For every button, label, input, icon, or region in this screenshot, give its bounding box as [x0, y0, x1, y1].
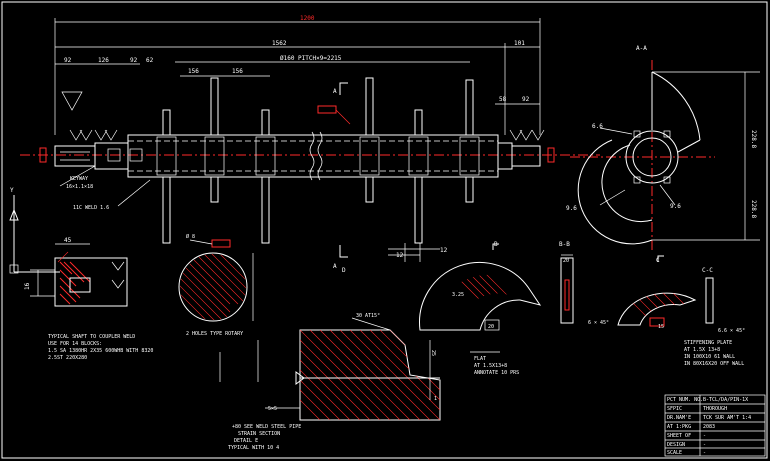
cc-note2: AT 1.5X 13+8 — [684, 347, 720, 353]
title-block-rows: PCT NUM. NO.B-TCL/DA/PIN-1X SFPIC THOROUGH… — [667, 397, 751, 456]
right-journal — [497, 142, 513, 170]
weld-note3: DETAIL E — [234, 438, 258, 444]
title-block-label: PCT NUM. NO. — [667, 397, 703, 403]
weld-d3: 1 — [434, 396, 437, 402]
detail-disc — [178, 239, 254, 322]
axis-y: Y — [10, 187, 14, 194]
detail-flight — [419, 243, 542, 353]
aa-v1: 228.8 — [750, 130, 757, 148]
weld-d1: 25 — [430, 350, 436, 356]
dim-left-a: 92 — [64, 57, 72, 64]
dim-pitch: Ø160 PITCH×9=2215 — [280, 55, 342, 62]
cc-note4: IN 80X16X20 OFF WALL — [684, 361, 744, 367]
dim-shaft-span: 1562 — [272, 40, 287, 47]
flight-note2: AT 1.5X13+8 — [474, 363, 507, 369]
title-block-label: SFPIC — [667, 406, 682, 412]
title-block-value: - — [703, 450, 706, 456]
title-block-label: SCALE — [667, 450, 682, 456]
title-block-value: 2083 — [703, 424, 715, 430]
paddle-hubs — [156, 136, 480, 176]
dim-right-b: 92 — [522, 96, 530, 103]
coupler-d1: 45 — [64, 237, 72, 244]
view-cc — [617, 255, 714, 327]
section-a-top: A — [333, 88, 337, 95]
dim-left-b: 126 — [98, 57, 109, 64]
disc-note: 2 HOLES TYPE ROTARY — [186, 331, 243, 337]
aa-r1: 6.6 — [592, 123, 603, 130]
weld-note4: TYPICAL WITH 10 4 — [228, 445, 279, 451]
flight-d2: 20 — [488, 324, 494, 330]
title-block-value: - — [703, 433, 706, 439]
keyway-label: KEYWAY — [70, 176, 88, 182]
aa-v2: 228.8 — [750, 200, 757, 218]
detail-weld-section — [219, 317, 441, 421]
coupler-note2: USE FOR 14 BLOCKS: — [48, 341, 102, 347]
weld-d2: 5×5 — [268, 406, 277, 412]
flight-note3: ANNOTATE 10 PRS — [474, 370, 519, 376]
mark-d: D — [342, 267, 346, 274]
dim-left-d: 62 — [146, 57, 154, 64]
title-block-label: AT 1:PKG — [667, 424, 691, 430]
weld-note2: STRAIN SECTION — [238, 431, 280, 437]
paddles-bottom — [162, 176, 474, 244]
coupler-note1: TYPICAL SHAFT TO COUPLER WELD — [48, 334, 135, 340]
paddles-top — [162, 77, 474, 136]
bb-label: B-B — [559, 241, 570, 248]
bb-note: 6 × 45° — [588, 320, 609, 326]
dim-overall: 1200 — [300, 15, 315, 22]
title-block-value: B-TCL/DA/PIN-1X — [703, 397, 748, 403]
dim-right-a: 58 — [499, 96, 507, 103]
aa-r2: 9.6 — [566, 205, 577, 212]
detail-coupler — [30, 243, 128, 307]
section-a-bottom: A — [333, 263, 337, 270]
keyway-size: 16×1.1×18 — [66, 184, 93, 190]
ucs-axis-icon — [9, 195, 60, 274]
view-bb — [560, 254, 574, 324]
coupler-note3: 1.5 SA 1380HR 2X35 600WHB WITH 8320 — [48, 348, 153, 354]
title-block-value: TCK SUR AM'T 1:4 — [703, 415, 751, 421]
title-block-label: SHEET OF — [667, 433, 691, 439]
c-label: C — [656, 257, 660, 264]
left-weld-symbols — [59, 91, 545, 187]
title-block-value: THOROUGH — [703, 406, 727, 412]
weld-note: 11C WELD 1.6 — [73, 205, 109, 211]
title-block-label: DESIGN — [667, 442, 685, 448]
flight-b-label: B — [494, 241, 498, 248]
left-stub — [54, 145, 96, 167]
dim-pitch-b: 156 — [232, 68, 243, 75]
title-block-value: - — [703, 442, 706, 448]
section-aa-label: A-A — [636, 45, 647, 52]
disc-mark: Ø 8 — [186, 233, 195, 240]
cc-note1: STIFFENING PLATE — [684, 340, 732, 346]
left-journal — [94, 142, 129, 170]
coupler-note4: 2.5ST 220X280 — [48, 355, 87, 361]
dim-right-end: 101 — [514, 40, 525, 47]
coupler-d2: 16 — [24, 282, 31, 290]
aa-r3: 9.6 — [670, 203, 681, 210]
cc-d1: 6.6 × 45° — [718, 328, 745, 334]
dim-left-c: 92 — [130, 57, 138, 64]
section-aa-view — [570, 60, 760, 250]
dim-pitch-a: 156 — [188, 68, 199, 75]
flight-note1: FLAT — [474, 356, 486, 362]
right-stub — [511, 145, 541, 167]
bb-d1: 20 — [563, 258, 569, 264]
dim-12a: 12 — [396, 252, 404, 259]
weld-note1: +80 SEE WELD STEEL PIPE — [232, 424, 301, 430]
weld-angle: 30 AT15° — [356, 313, 380, 319]
main-shaft — [20, 134, 600, 178]
flight-d1: 3.25 — [452, 292, 464, 298]
cc-label: C-C — [702, 267, 713, 274]
title-block — [664, 394, 766, 457]
cc-note3: IN 100X10 61 WALL — [684, 354, 735, 360]
cc-d2: 15 — [658, 324, 664, 330]
title-block-label: DR.NAM'E — [667, 415, 691, 421]
top-dimensions — [54, 18, 541, 135]
dim-12b: 12 — [440, 247, 448, 254]
